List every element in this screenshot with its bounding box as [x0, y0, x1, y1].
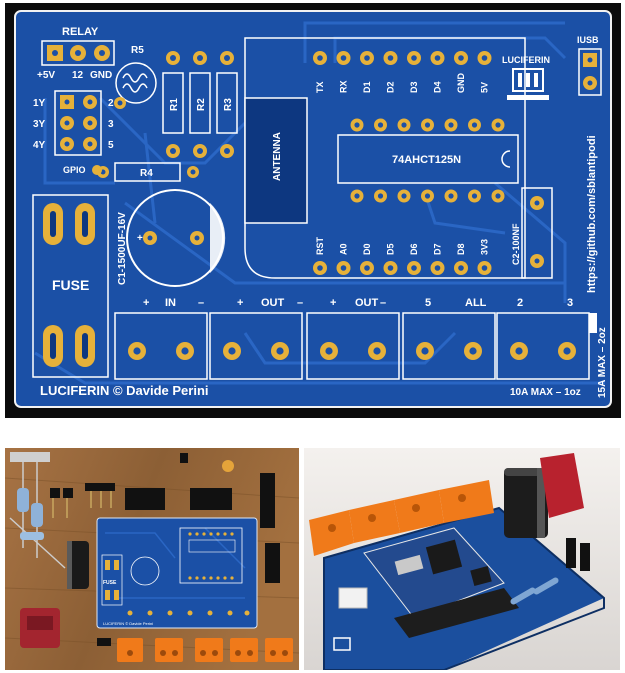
ic-outline	[337, 134, 519, 184]
wemos-bottom-labels: RST A0 D0 D5 D6 D7 D8 3V3	[315, 236, 490, 255]
terminal-label: –	[380, 297, 386, 309]
wemos-bottom-pin-label: D6	[409, 243, 419, 255]
credit-text: LUCIFERIN © Davide Perini	[40, 383, 209, 398]
usb-label: IUSB	[577, 35, 599, 45]
wemos-top-pin-label: D1	[362, 81, 372, 93]
wemos-top-pin-label: D3	[409, 81, 419, 93]
pcb-board	[14, 10, 612, 408]
wemos-bottom-pin-label: A0	[339, 243, 349, 255]
c1-label: C1-1500UF-16V	[117, 212, 128, 285]
ic-label: 74AHCT125N	[392, 154, 461, 166]
terminal-label: –	[198, 297, 204, 309]
terminal-label: 3	[567, 297, 573, 309]
terminal-label: 5	[425, 297, 431, 309]
jumper-num-3: 3	[108, 119, 114, 130]
kit-pcb: FUSE LUCIFERIN © Davide Perini	[96, 517, 258, 629]
r5-outline	[115, 62, 157, 104]
svg-text:+: +	[137, 233, 143, 244]
resistors-r1-r3	[162, 51, 238, 158]
pin-headers	[50, 473, 280, 583]
resistor-leads	[9, 452, 66, 569]
assembled-terminals	[309, 480, 494, 556]
ic-pads	[350, 118, 505, 203]
ceramic-cap	[222, 460, 234, 472]
wemos-top-pin-label: GND	[456, 73, 466, 94]
antenna-area	[244, 97, 308, 224]
terminal-outline	[306, 312, 400, 380]
jumper-label-1y: 1Y	[33, 98, 46, 109]
wemos-bottom-pin-label: D8	[456, 243, 466, 255]
gpio-label: GPIO	[63, 165, 86, 175]
jumper-label-3y: 3Y	[33, 119, 46, 130]
logo-icon	[507, 68, 549, 100]
jumper-num-5: 5	[108, 140, 114, 151]
jumper-num-2: 2	[108, 98, 114, 109]
red-fuse	[540, 453, 584, 518]
relay-pin-5v: +5V	[37, 70, 55, 81]
logo-text: LUCIFERIN	[502, 55, 550, 65]
fuse-label: FUSE	[52, 277, 89, 293]
pcb-render: RELAY +5V 12 GND R5 R1 R2 R3 R4	[5, 3, 621, 418]
female-headers	[394, 588, 519, 638]
assembled-board-photo	[304, 448, 620, 670]
wemos-top-labels: TX RX D1 D2 D3 D4 GND 5V	[315, 73, 490, 94]
terminal-label: +	[330, 297, 336, 309]
antenna-label: ANTENNA	[272, 132, 283, 181]
wemos-bottom-pin-label: D7	[433, 243, 443, 255]
wemos-bottom-pin-label: D5	[386, 243, 396, 255]
github-url: https://github.com/sblantipodi	[586, 135, 598, 293]
terminal-outline	[402, 312, 496, 380]
r1-label: R1	[169, 98, 180, 111]
terminal-outline	[209, 312, 303, 380]
wemos-top-pin-label: RX	[339, 80, 349, 93]
relay-pin-12: 12	[72, 70, 84, 81]
terminal-label: –	[297, 297, 303, 309]
kit-parts-photo: FUSE LUCIFERIN © Davide Perini	[5, 448, 299, 670]
jumper-label-4y: 4Y	[33, 140, 46, 151]
terminal-blocks	[114, 312, 597, 380]
terminal-label: +	[237, 297, 243, 309]
wemos-top-pin-label: D4	[433, 81, 443, 93]
relay-label: RELAY	[62, 26, 99, 38]
kit-pcb-credit: LUCIFERIN © Davide Perini	[103, 621, 153, 626]
wemos-outline	[244, 37, 526, 279]
r2-label: R2	[196, 98, 207, 111]
terminal-label: OUT	[261, 297, 285, 309]
relay-header-outline	[41, 40, 115, 66]
terminal-outline	[114, 312, 208, 380]
jst-connector	[338, 587, 368, 609]
c2-label: C2-100NF	[511, 223, 521, 265]
wemos-bottom-pin-label: 3V3	[480, 239, 490, 255]
terminal-label: IN	[165, 297, 176, 309]
kit-pcb-fuse-label: FUSE	[103, 580, 117, 586]
terminal-outline	[496, 312, 590, 380]
terminal-label: 2	[517, 297, 523, 309]
electrolytic-cap	[67, 541, 89, 589]
max-10a-text: 10A MAX – 1oz	[510, 387, 581, 398]
wemos-top-pin-label: TX	[315, 81, 325, 93]
r4-label: R4	[140, 168, 153, 179]
r5-label: R5	[131, 45, 144, 56]
jumper-block	[54, 90, 102, 156]
fuse-outline	[32, 194, 109, 378]
terminal-label: +	[143, 297, 149, 309]
usb-header	[578, 48, 602, 96]
wemos-top-pin-label: 5V	[480, 82, 490, 93]
wemos-bottom-pin-label: RST	[315, 236, 325, 255]
r4-outline	[114, 162, 181, 182]
terminal-label: OUT	[355, 297, 379, 309]
wemos-bottom-pads	[313, 261, 492, 275]
wemos-bottom-pin-label: D0	[362, 243, 372, 255]
r3-label: R3	[223, 98, 234, 111]
terminal-label: ALL	[465, 297, 487, 309]
wemos-top-pads	[313, 51, 492, 65]
max-15a-text: 15A MAX – 2oz	[597, 327, 608, 398]
wemos-top-pin-label: D2	[386, 81, 396, 93]
micro-usb-port	[394, 554, 424, 576]
relay-pin-gnd: GND	[90, 70, 112, 81]
c2-outline	[521, 187, 553, 279]
